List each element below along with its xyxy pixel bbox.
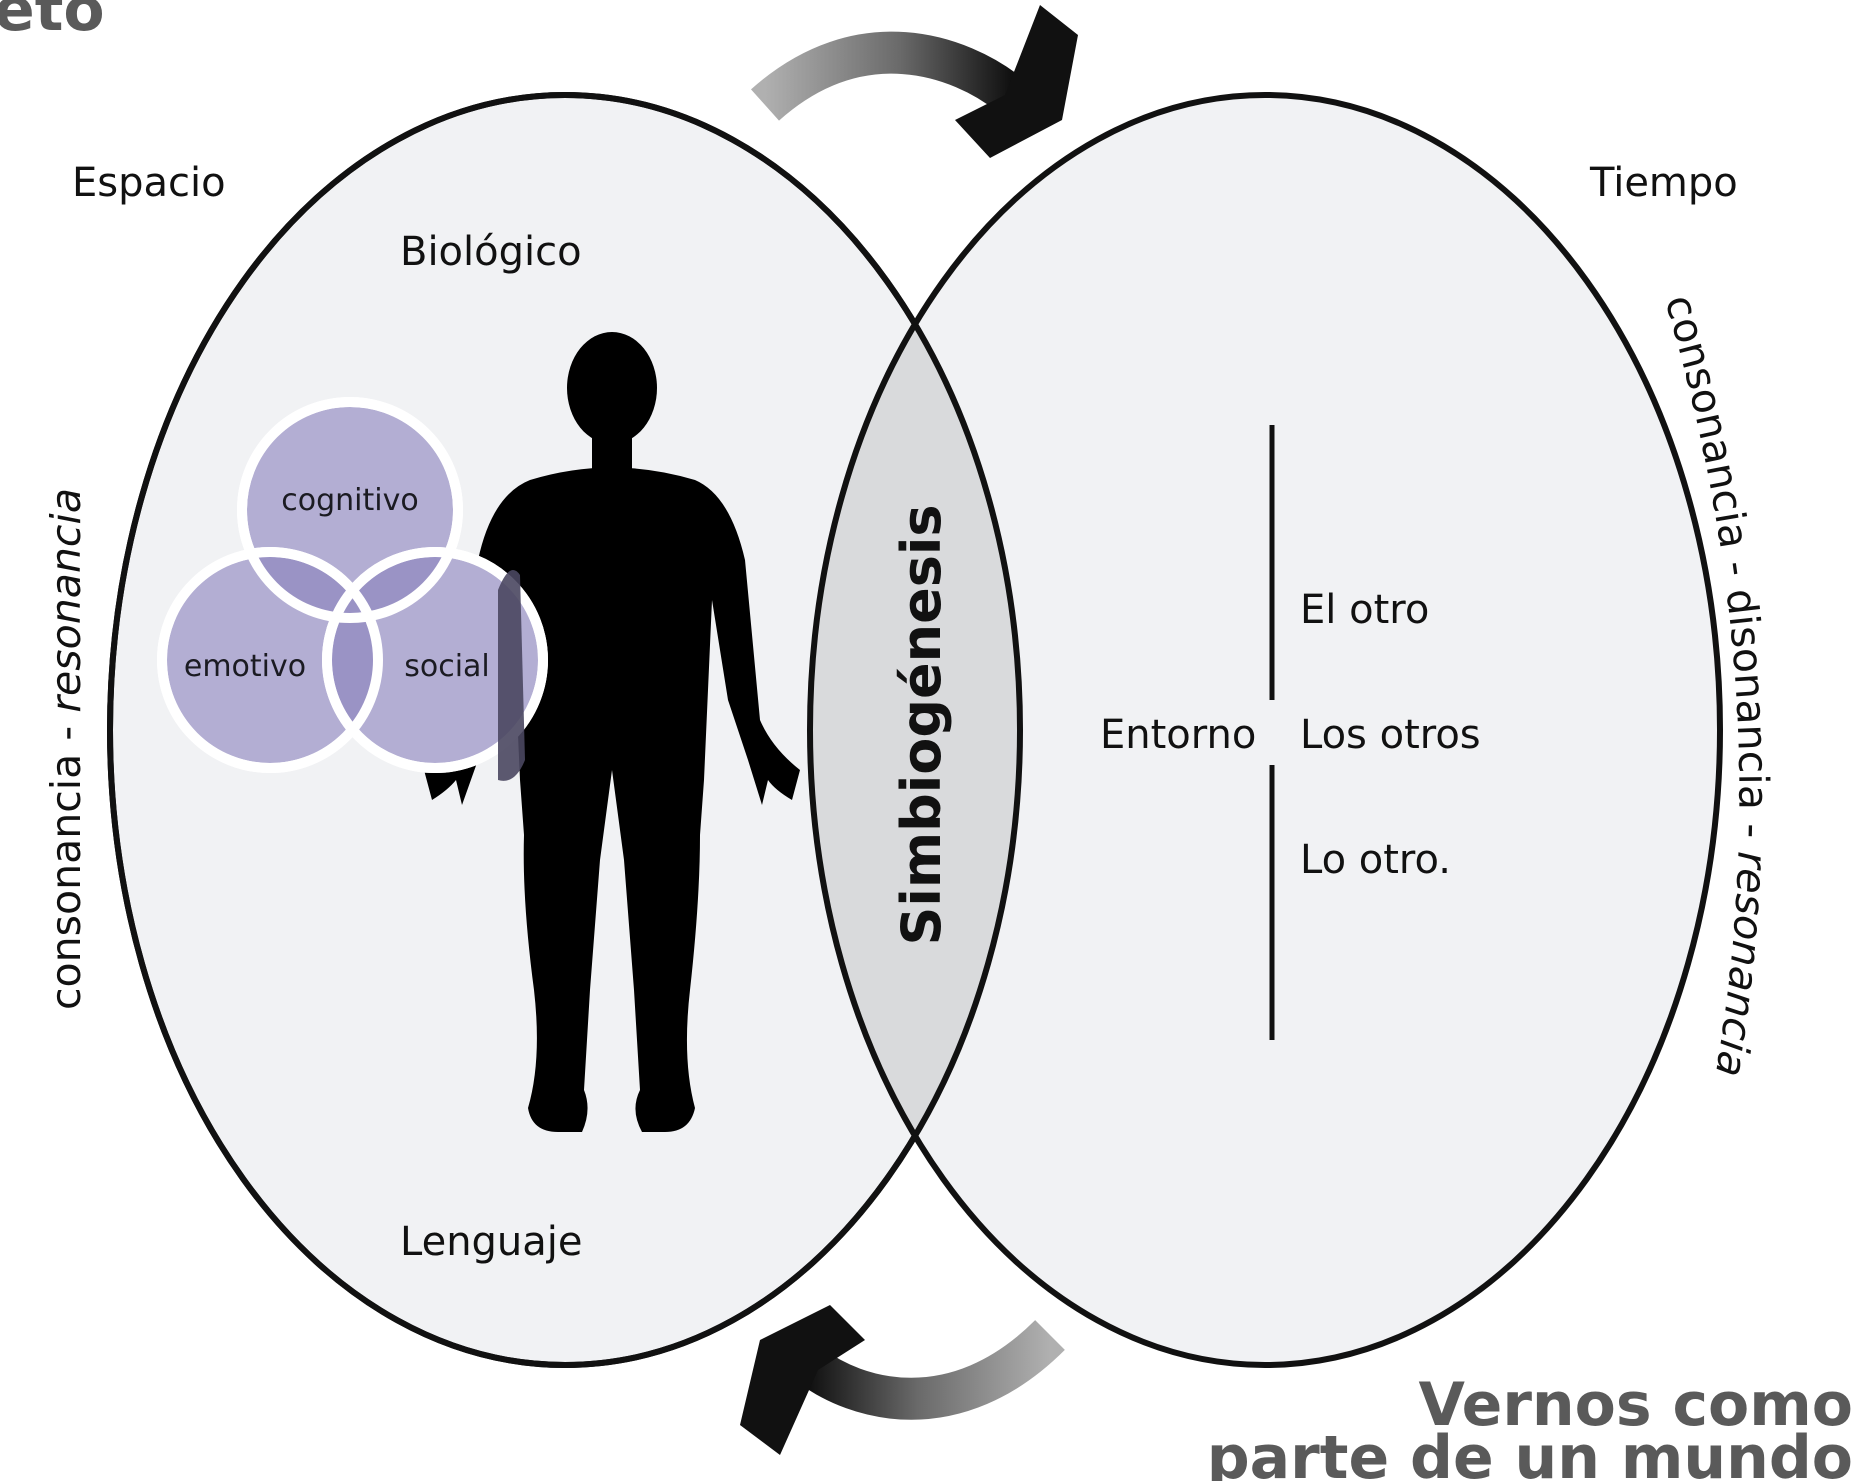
headline-line-1: Vernos como <box>1418 1370 1853 1440</box>
right-ellipse <box>810 95 1720 1365</box>
label-lenguaje: Lenguaje <box>400 1219 583 1265</box>
partial-title: eto <box>0 0 105 45</box>
cycle-arrow-top <box>751 5 1078 158</box>
label-espacio: Espacio <box>72 160 226 206</box>
item-lo-otro: Lo otro. <box>1300 837 1451 883</box>
venn-label-emotivo: emotivo <box>184 649 306 684</box>
item-el-otro: El otro <box>1300 587 1429 633</box>
label-simbiogenesis: Simbiogénesis <box>890 504 953 945</box>
label-entorno: Entorno <box>1100 712 1256 758</box>
item-los-otros: Los otros <box>1300 712 1481 758</box>
headline-line-2: parte de un mundo <box>1207 1423 1853 1481</box>
left-side-text: consonancia - resonancia <box>42 488 90 1010</box>
venn-diagram <box>157 397 548 781</box>
cycle-arrow-bottom <box>740 1305 1065 1455</box>
venn-label-cognitivo: cognitivo <box>281 483 418 518</box>
label-tiempo: Tiempo <box>1589 160 1738 206</box>
venn-label-social: social <box>404 649 490 684</box>
label-biologico: Biológico <box>400 229 582 275</box>
